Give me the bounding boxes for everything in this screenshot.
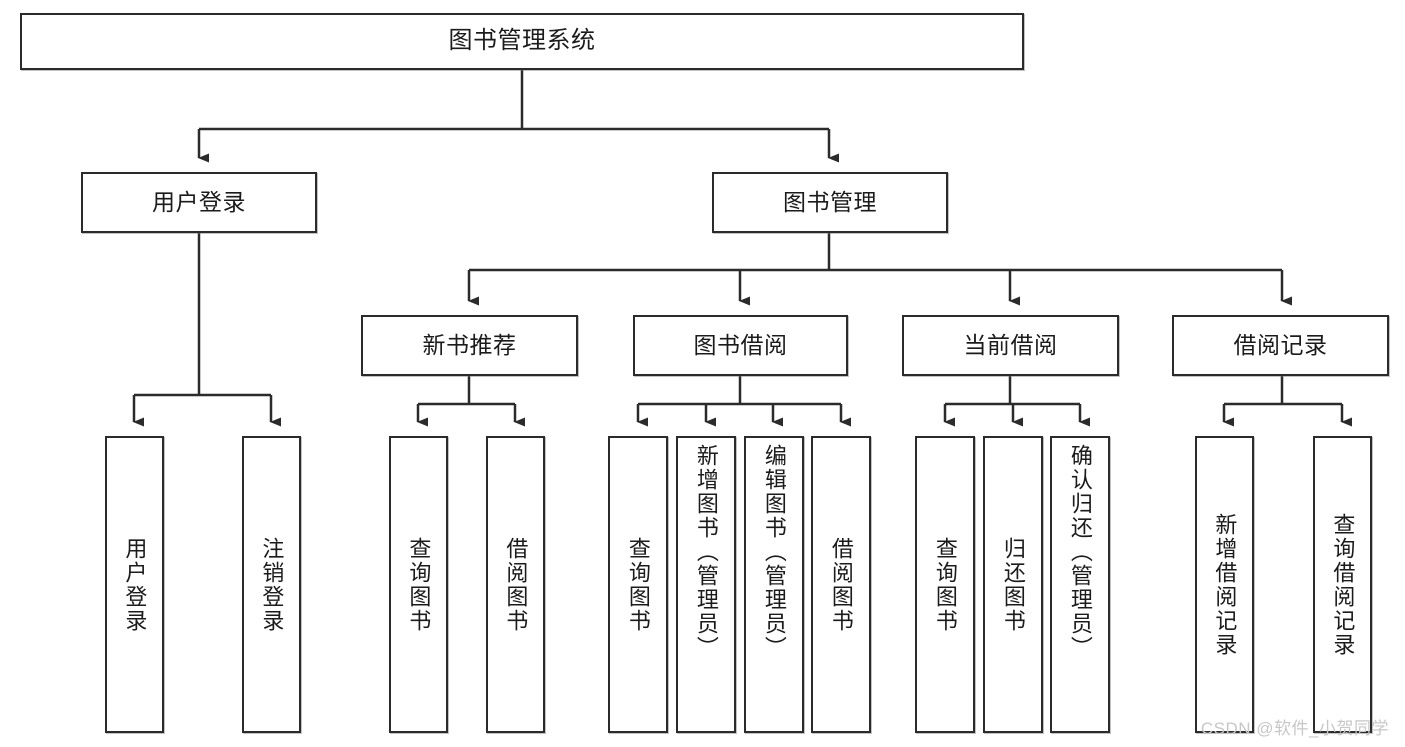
node-label: 注销登录 [259, 536, 285, 633]
node-label: 归还图书 [1000, 536, 1026, 633]
node-label: 图书管理系统 [448, 27, 596, 55]
node-label: 确认归还（管理员） [1067, 444, 1093, 660]
leaf-borrow-book-recommend[interactable]: 借阅图书 [486, 436, 545, 733]
node-label: 用户登录 [152, 188, 246, 215]
node-borrow-record[interactable]: 借阅记录 [1172, 315, 1389, 376]
node-label: 当前借阅 [963, 331, 1058, 358]
leaf-add-borrow-record[interactable]: 新增借阅记录 [1195, 436, 1254, 733]
watermark: CSDN @软件_小贺同学 [1200, 719, 1389, 738]
node-label: 借阅图书 [503, 536, 529, 633]
node-new-book-recommend[interactable]: 新书推荐 [361, 315, 578, 376]
node-label: 借阅图书 [828, 536, 854, 633]
leaf-return-book[interactable]: 归还图书 [983, 436, 1043, 733]
leaf-confirm-return-admin[interactable]: 确认归还（管理员） [1050, 436, 1110, 733]
leaf-query-book-current[interactable]: 查询图书 [915, 436, 975, 733]
node-book-borrow[interactable]: 图书借阅 [633, 315, 848, 376]
node-label: 查询借阅记录 [1330, 512, 1356, 657]
node-label: 借阅记录 [1233, 331, 1328, 358]
leaf-add-book-admin[interactable]: 新增图书（管理员） [676, 436, 736, 733]
node-book-management[interactable]: 图书管理 [712, 172, 948, 233]
node-label: 查询图书 [625, 536, 651, 633]
node-user-login[interactable]: 用户登录 [81, 172, 317, 233]
node-book-management-system[interactable]: 图书管理系统 [20, 13, 1024, 70]
node-label: 编辑图书（管理员） [761, 444, 787, 660]
node-label: 用户登录 [122, 536, 148, 633]
node-label: 图书借阅 [693, 331, 788, 358]
leaf-user-login[interactable]: 用户登录 [105, 436, 164, 733]
leaf-query-book-borrow[interactable]: 查询图书 [608, 436, 668, 733]
leaf-query-book-recommend[interactable]: 查询图书 [389, 436, 448, 733]
leaf-logout-login[interactable]: 注销登录 [242, 436, 301, 733]
node-label: 查询图书 [932, 536, 958, 633]
node-label: 图书管理 [783, 188, 877, 215]
leaf-edit-book-admin[interactable]: 编辑图书（管理员） [744, 436, 804, 733]
node-label: 查询图书 [406, 536, 432, 633]
node-current-borrow[interactable]: 当前借阅 [902, 315, 1119, 376]
leaf-query-borrow-record[interactable]: 查询借阅记录 [1313, 436, 1372, 733]
node-label: 新书推荐 [422, 331, 517, 358]
node-label: 新增图书（管理员） [693, 444, 719, 660]
leaf-borrow-book-borrow[interactable]: 借阅图书 [811, 436, 871, 733]
node-label: 新增借阅记录 [1212, 512, 1238, 657]
